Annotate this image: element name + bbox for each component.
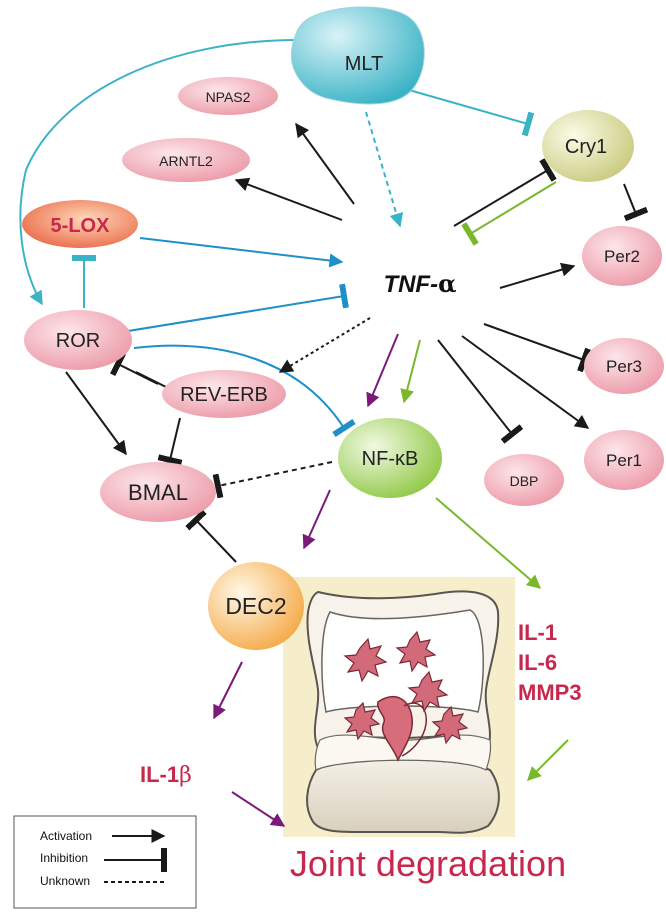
- inflammation-spot-1: [343, 637, 388, 683]
- il6-label: IL-6: [518, 650, 557, 675]
- node-per1: Per1: [584, 430, 664, 490]
- il1-label: IL-1: [518, 620, 557, 645]
- edge-nfkb-dec2: [302, 489, 331, 550]
- per2-label: Per2: [604, 247, 640, 266]
- dec2-label: DEC2: [225, 593, 286, 619]
- node-arntl2: ARNTL2: [122, 138, 250, 182]
- edge-mlt-ror: [19, 39, 299, 306]
- edge-tnf-nfkb-purple: [366, 333, 399, 408]
- edge-tnf-cry1: [453, 158, 557, 227]
- npas2-label: NPAS2: [206, 89, 251, 105]
- npas2-shape: [178, 77, 278, 115]
- ligament-edge: [401, 702, 427, 757]
- il1b-beta: β: [179, 763, 192, 788]
- rev-erb-label: REV-ERB: [180, 384, 268, 406]
- dbp-label: DBP: [510, 473, 539, 489]
- edge-ror-tnf: [121, 283, 349, 333]
- 5lox-label: 5-LOX: [51, 215, 111, 237]
- bmal-label: BMAL: [128, 480, 188, 505]
- legend-unknown-label: Unknown: [40, 874, 90, 888]
- edge-tnf-per3: [483, 323, 591, 373]
- per3-label: Per3: [606, 357, 642, 376]
- edge-il1b-joint: [231, 791, 286, 827]
- dec2-shape: [208, 562, 304, 650]
- edge-dec2-bmal: [185, 509, 237, 563]
- legend-inhibition-label: Inhibition: [40, 851, 88, 865]
- edge-tnf-reverb: [278, 317, 371, 373]
- cry1-shape: [542, 110, 634, 182]
- edge-mlt-cry1: [401, 87, 535, 137]
- edge-cytokines-joint: [527, 739, 569, 781]
- edge-tnf-npas2: [295, 122, 355, 205]
- joint-illustration: [283, 577, 515, 837]
- node-mlt: MLT: [290, 6, 425, 105]
- node-tnf: TNF-α: [383, 269, 456, 298]
- mlt-label: MLT: [345, 53, 384, 75]
- node-5lox: 5-LOX: [22, 200, 138, 248]
- edge-5lox-tnf: [139, 237, 344, 268]
- edge-tnf-per1: [461, 335, 590, 429]
- il1b-main: IL-1: [140, 762, 179, 787]
- node-cry1: Cry1: [542, 110, 634, 182]
- node-rev-erb: REV-ERB: [162, 370, 286, 418]
- node-per2: Per2: [582, 226, 662, 286]
- edge-tnf-arntl2: [234, 177, 343, 221]
- inflammation-spot-5: [431, 705, 469, 745]
- per2-shape: [582, 226, 662, 286]
- edge-ror-nfkb: [133, 344, 356, 438]
- 5lox-shape: [22, 200, 138, 248]
- edges: [19, 39, 649, 827]
- inflammation-spot-4: [343, 701, 381, 741]
- node-per3: Per3: [584, 338, 664, 394]
- legend-activation-label: Activation: [40, 829, 92, 843]
- rev-erb-shape: [162, 370, 286, 418]
- node-dec2: DEC2: [208, 562, 304, 650]
- inflammation-spot-3: [407, 670, 449, 713]
- edge-dec2-il1b: [213, 661, 243, 720]
- inflammation-spot-2: [395, 630, 437, 673]
- per3-shape: [584, 338, 664, 394]
- cytokine-outputs: IL-1 IL-6 MMP3: [518, 620, 582, 705]
- mmp3-label: MMP3: [518, 680, 582, 705]
- lower-bone: [306, 758, 500, 834]
- per1-shape: [584, 430, 664, 490]
- node-ror: ROR: [24, 310, 132, 370]
- inflammation-spots: [343, 630, 469, 745]
- node-dbp: DBP: [484, 454, 564, 506]
- edge-tnf-nfkb-green: [400, 339, 421, 404]
- edge-ror-bmal: [65, 371, 127, 456]
- mlt-shape: [290, 6, 425, 105]
- tnf-label: TNF-α: [383, 269, 456, 298]
- il1b-label: IL-1β: [140, 762, 192, 788]
- dbp-shape: [484, 454, 564, 506]
- tnf-main: TNF-: [383, 271, 438, 298]
- joint-degradation-label: Joint degradation: [290, 843, 566, 884]
- legend: Activation Inhibition Unknown: [13, 815, 197, 909]
- edge-cry1-per2: [623, 183, 649, 222]
- edge-nfkb-bmal: [212, 461, 333, 499]
- edge-tnf-dbp: [437, 339, 524, 444]
- node-bmal: BMAL: [100, 462, 216, 522]
- ror-shape: [24, 310, 132, 370]
- edge-mlt-tnf: [365, 111, 404, 228]
- edge-reverb-bmal: [157, 417, 183, 466]
- node-npas2: NPAS2: [178, 77, 278, 115]
- nfkb-label: NF-κB: [362, 448, 419, 470]
- per1-label: Per1: [606, 451, 642, 470]
- edge-nfkb-cytokines: [435, 497, 542, 589]
- cry1-label: Cry1: [565, 136, 607, 158]
- node-nfkb: NF-κB: [338, 418, 442, 498]
- edge-tnf-per2: [499, 262, 576, 289]
- bmal-shape: [100, 462, 216, 522]
- ror-label: ROR: [56, 330, 100, 352]
- tnf-alpha: α: [438, 269, 456, 298]
- arntl2-label: ARNTL2: [159, 153, 213, 169]
- arntl2-shape: [122, 138, 250, 182]
- nfkb-shape: [338, 418, 442, 498]
- edge-cry1-tnf: [461, 181, 557, 246]
